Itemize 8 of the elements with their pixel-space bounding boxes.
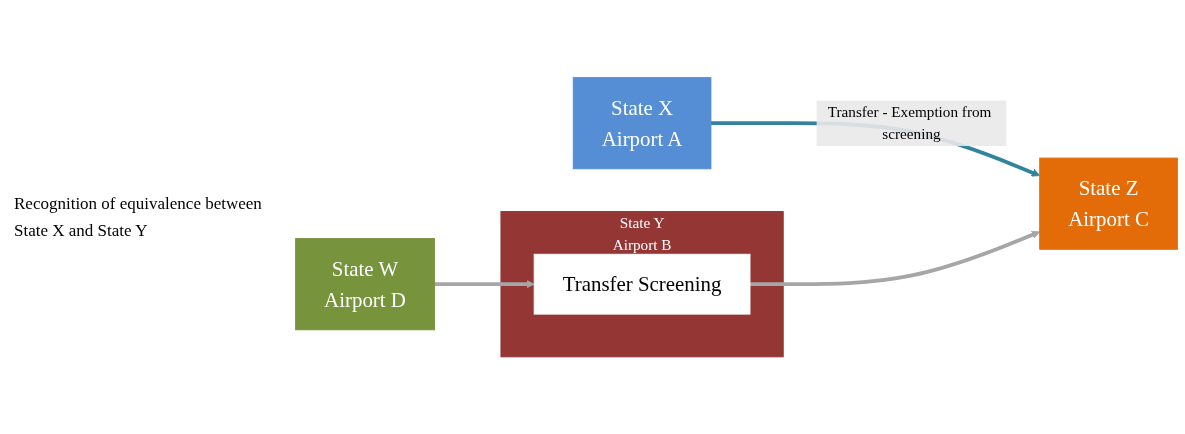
node-box: State X Airport A [572, 76, 712, 170]
node-box: State Z Airport C [1039, 157, 1178, 250]
node-box: State W Airport D [295, 237, 435, 331]
edge-label: Transfer - Exemption from screening [827, 103, 992, 142]
note-text: Recognition of equivalence between State X and State Y [14, 192, 263, 242]
arrow [750, 230, 1041, 286]
arrow [434, 279, 535, 289]
node-box: Transfer Screening [533, 253, 751, 315]
